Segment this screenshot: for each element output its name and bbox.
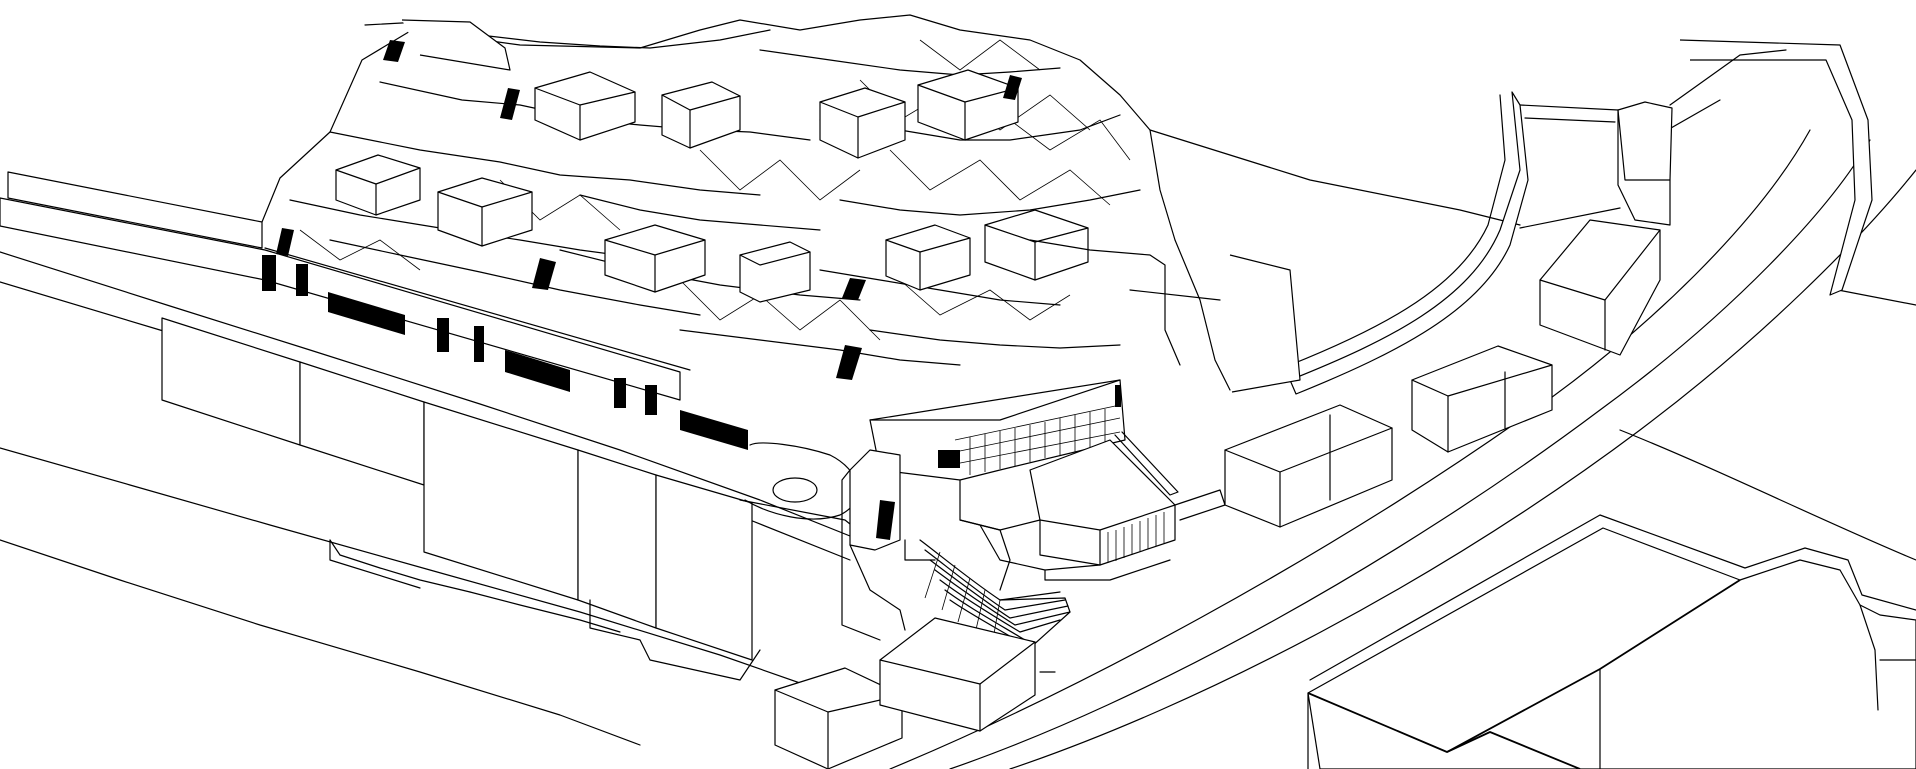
left-terrace-wall [0, 172, 760, 680]
stairway-hatch [276, 40, 1022, 380]
ground-lines [0, 40, 1916, 769]
central-public-building [870, 380, 1225, 580]
annex-glazing [1108, 512, 1164, 563]
amphitheater-steps [842, 450, 1070, 648]
hillside-housing-complex [262, 15, 1300, 392]
foreground-buildings [775, 102, 1672, 769]
bottom-right-building [1308, 515, 1916, 769]
facade-grid [955, 405, 1120, 475]
